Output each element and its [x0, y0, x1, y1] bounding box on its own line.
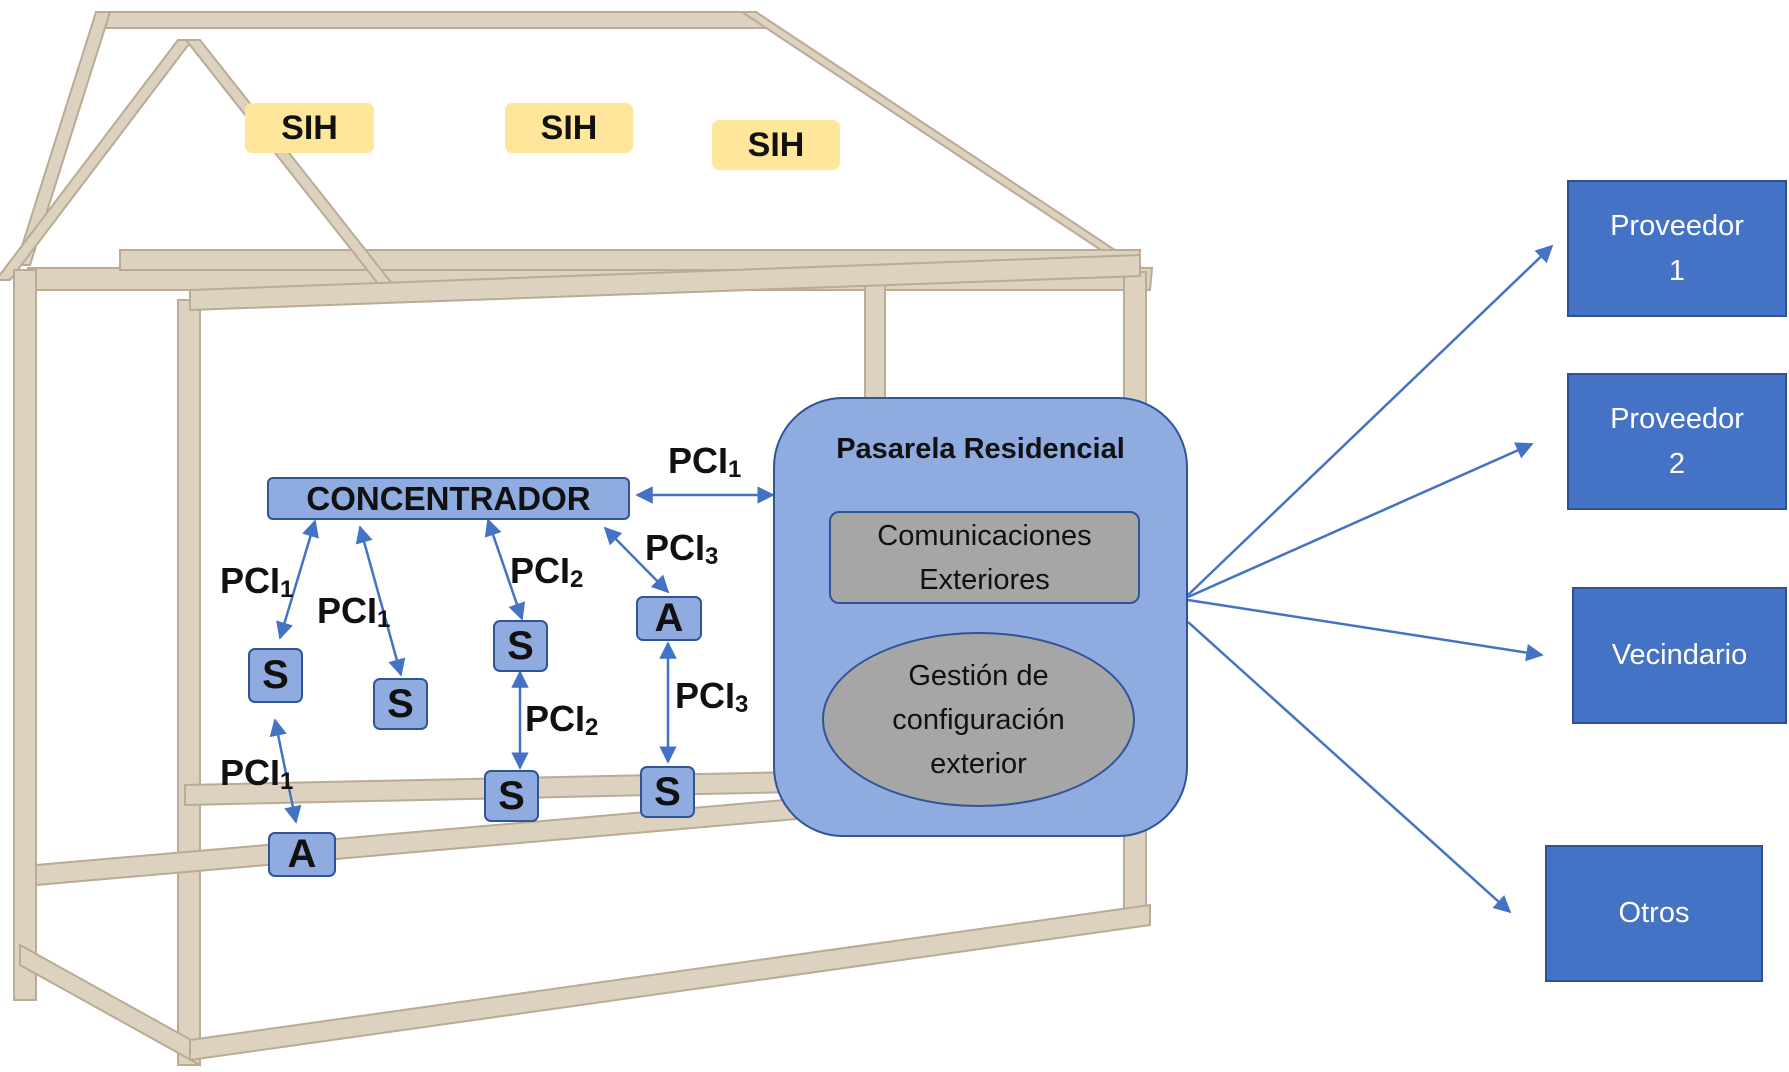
- pci-label-a2: PCI3: [645, 527, 719, 570]
- sensor-s3: S: [493, 620, 548, 672]
- pci-label-s3: PCI2: [510, 550, 584, 593]
- comunicaciones-exteriores-module: Comunicaciones Exteriores: [829, 511, 1140, 604]
- pci-label-s2: PCI1: [317, 590, 391, 633]
- pci-subscript: 1: [728, 456, 742, 483]
- pci-label-gateway: PCI1: [668, 440, 742, 483]
- pci-label-s3-s4: PCI2: [525, 698, 599, 741]
- sensor-s4: S: [484, 770, 539, 822]
- sih-label-3: SIH: [712, 120, 840, 170]
- pci-subscript: 1: [280, 576, 294, 603]
- sih-label-1: SIH: [245, 103, 374, 153]
- pci-subscript: 2: [570, 566, 584, 593]
- arrow-concentrador-a2: [603, 526, 670, 594]
- arrow-pasarela-proveedor2: [1187, 442, 1534, 599]
- pci-base-text: PCI: [668, 440, 729, 481]
- pci-base-text: PCI: [220, 560, 281, 601]
- pci-subscript: 1: [280, 768, 294, 795]
- arrow-pasarela-proveedor1: [1187, 244, 1554, 596]
- pci-label-s1: PCI1: [220, 560, 294, 603]
- pci-label-s1-a1: PCI1: [220, 752, 294, 795]
- pci-base-text: PCI: [220, 752, 281, 793]
- concentrador-box: CONCENTRADOR: [267, 477, 630, 520]
- proveedor-1-box: Proveedor 1: [1567, 180, 1787, 317]
- arrow-pasarela-otros: [1187, 621, 1512, 914]
- sensor-s2: S: [373, 678, 428, 730]
- pci-subscript: 3: [705, 543, 719, 570]
- pci-subscript: 3: [735, 691, 749, 718]
- pci-base-text: PCI: [317, 590, 378, 631]
- vecindario-box: Vecindario: [1572, 587, 1787, 724]
- sensor-s1: S: [248, 648, 303, 703]
- arrow-pasarela-vecindario: [1187, 598, 1544, 662]
- pci-base-text: PCI: [525, 698, 586, 739]
- sensor-s6: S: [640, 766, 695, 818]
- arrow-concentrador-s3: [484, 518, 526, 621]
- arrow-concentrador-s1: [276, 519, 319, 640]
- arrow-concentrador-s2: [355, 525, 406, 677]
- pci-base-text: PCI: [675, 675, 736, 716]
- arrow-s1-a1: [269, 718, 302, 824]
- proveedor-2-box: Proveedor 2: [1567, 373, 1787, 510]
- pci-base-text: PCI: [510, 550, 571, 591]
- pci-subscript: 2: [585, 714, 599, 741]
- otros-box: Otros: [1545, 845, 1763, 982]
- sih-label-2: SIH: [505, 103, 633, 153]
- pci-label-a2-s6: PCI3: [675, 675, 749, 718]
- pci-base-text: PCI: [645, 527, 706, 568]
- actuator-a2: A: [636, 596, 702, 641]
- pasarela-title: Pasarela Residencial: [836, 433, 1125, 465]
- gestion-configuracion-module: Gestión de configuración exterior: [822, 632, 1135, 807]
- actuator-a1: A: [268, 832, 336, 877]
- pci-subscript: 1: [377, 606, 391, 633]
